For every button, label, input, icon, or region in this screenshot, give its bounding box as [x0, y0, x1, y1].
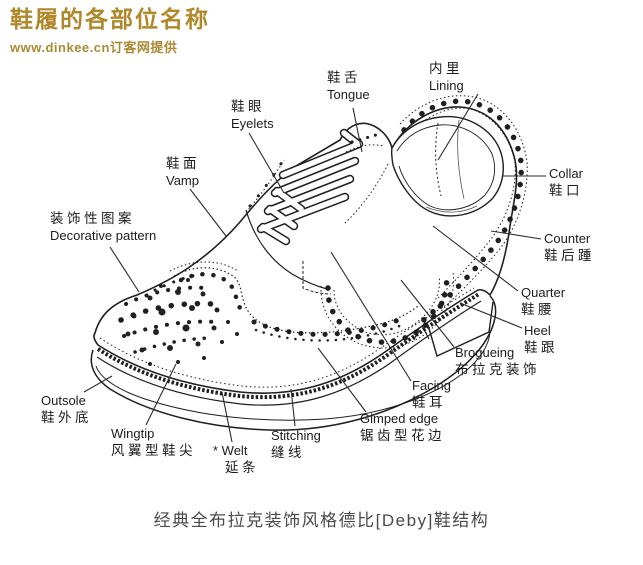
page-title: 鞋履的各部位名称 — [10, 6, 210, 32]
leader-line-stitching — [290, 388, 296, 427]
label-decorative-pattern: 装饰性图案 Decorative pattern — [50, 211, 157, 243]
leader-line-wingtip — [145, 363, 177, 426]
header: 鞋履的各部位名称 www.dinkee.cn订客网提供 — [10, 6, 210, 56]
laces-drawing — [256, 128, 364, 246]
label-welt: * Welt 延条 — [213, 443, 259, 475]
quarter-brogue-band — [320, 271, 455, 349]
label-facing: Facing 鞋耳 — [412, 378, 452, 410]
label-collar: Collar 鞋口 — [549, 166, 583, 198]
wingtip-drawing — [169, 261, 419, 342]
label-tongue: 鞋舌 Tongue — [327, 70, 370, 102]
leader-line-decorative-pattern — [109, 246, 140, 293]
label-brogueing: Brogueing 布拉克装饰 — [455, 345, 540, 377]
decorative-pattern-drawing — [118, 272, 239, 366]
facing-drawing — [245, 159, 389, 295]
diagram-caption: 经典全布拉克装饰风格德比[Deby]鞋结构 — [153, 511, 490, 530]
collar-brogue-band — [399, 95, 528, 326]
welt-drawing — [96, 287, 481, 400]
leader-line-eyelets — [248, 132, 285, 194]
label-stitching: Stitching 缝线 — [271, 428, 321, 460]
leader-line-outsole — [83, 375, 113, 393]
label-heel: Heel 鞋跟 — [524, 323, 558, 355]
leader-line-brogueing — [400, 279, 455, 348]
leader-line-quarter — [432, 225, 519, 292]
leader-line-vamp — [189, 188, 227, 237]
leader-line-lining — [437, 93, 479, 161]
label-vamp: 鞋面 Vamp — [166, 156, 200, 188]
label-wingtip: Wingtip 风翼型鞋尖 — [111, 426, 196, 458]
label-quarter: Quarter 鞋腰 — [521, 285, 566, 317]
leader-line-welt — [221, 391, 233, 443]
lining-seam — [435, 122, 442, 197]
label-lining: 内里 Lining — [429, 61, 464, 93]
leader-line-facing — [330, 251, 412, 382]
label-outsole: Outsole 鞋外底 — [41, 393, 92, 425]
collar-opening-drawing — [390, 115, 504, 217]
site-credit: www.dinkee.cn订客网提供 — [10, 39, 178, 55]
outsole-drawing — [90, 295, 497, 431]
leader-line-tongue — [352, 107, 363, 153]
label-counter: Counter 鞋后踵 — [544, 231, 595, 263]
label-gimped-edge: Gimped edge 锯齿型花边 — [360, 411, 445, 443]
leader-line-gimped-edge — [317, 347, 367, 413]
leader-line-heel — [459, 302, 523, 329]
leader-line-counter — [490, 230, 542, 240]
label-eyelets: 鞋眼 Eyelets — [231, 99, 274, 131]
